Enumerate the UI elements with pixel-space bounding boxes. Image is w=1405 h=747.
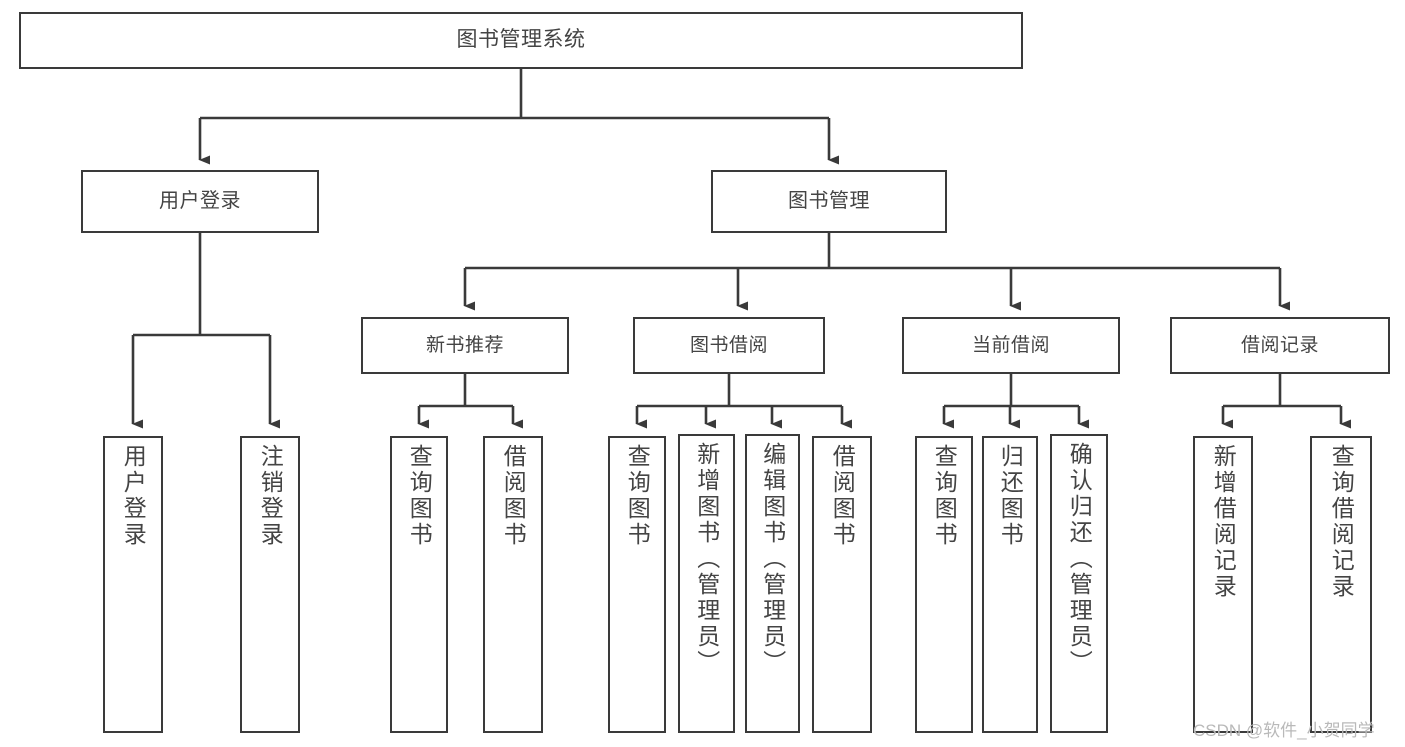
leaf-edit-book-admin[interactable]: 编辑图书（管理员）: [745, 434, 800, 733]
watermark-text: CSDN @软件_小贺同学: [1193, 721, 1375, 740]
node-current-borrowing[interactable]: 当前借阅: [902, 317, 1120, 374]
node-label: 新增借阅记录: [1210, 444, 1237, 600]
leaf-borrow-book-recommendation[interactable]: 借阅图书: [483, 436, 543, 733]
node-label: 查询图书: [931, 444, 958, 548]
leaf-query-book-current[interactable]: 查询图书: [915, 436, 973, 733]
node-label: 查询图书: [624, 444, 651, 548]
node-label: 新书推荐: [425, 334, 504, 356]
node-book-borrowing[interactable]: 图书借阅: [633, 317, 825, 374]
node-label: 借阅图书: [500, 444, 527, 548]
node-label: 查询借阅记录: [1328, 444, 1355, 600]
node-label: 注销登录: [257, 444, 284, 548]
leaf-confirm-return-admin[interactable]: 确认归还（管理员）: [1050, 434, 1108, 733]
node-label: 借阅图书: [829, 444, 856, 548]
node-new-book-recommendation[interactable]: 新书推荐: [361, 317, 569, 374]
node-label: 图书管理系统: [456, 28, 586, 52]
node-label: 确认归还（管理员）: [1066, 442, 1093, 676]
node-label: 当前借阅: [971, 334, 1050, 356]
node-label: 图书借阅: [689, 334, 768, 356]
node-label: 借阅记录: [1240, 334, 1319, 356]
leaf-query-book-borrowing[interactable]: 查询图书: [608, 436, 666, 733]
leaf-user-login[interactable]: 用户登录: [103, 436, 163, 733]
leaf-return-book[interactable]: 归还图书: [982, 436, 1038, 733]
node-label: 新增图书（管理员）: [693, 442, 720, 676]
node-label: 编辑图书（管理员）: [759, 442, 786, 676]
node-label: 归还图书: [997, 444, 1024, 548]
leaf-query-borrowing-record[interactable]: 查询借阅记录: [1310, 436, 1372, 733]
leaf-query-book-recommendation[interactable]: 查询图书: [390, 436, 448, 733]
node-label: 查询图书: [406, 444, 433, 548]
node-label: 图书管理: [788, 190, 870, 212]
leaf-borrow-book-borrowing[interactable]: 借阅图书: [812, 436, 872, 733]
leaf-add-borrowing-record[interactable]: 新增借阅记录: [1193, 436, 1253, 733]
node-borrowing-record[interactable]: 借阅记录: [1170, 317, 1390, 374]
node-book-management[interactable]: 图书管理: [711, 170, 947, 233]
node-user-login[interactable]: 用户登录: [81, 170, 319, 233]
node-root-system[interactable]: 图书管理系统: [19, 12, 1023, 69]
leaf-logout-login[interactable]: 注销登录: [240, 436, 300, 733]
node-label: 用户登录: [159, 190, 241, 212]
node-label: 用户登录: [120, 444, 147, 548]
leaf-add-book-admin[interactable]: 新增图书（管理员）: [678, 434, 735, 733]
